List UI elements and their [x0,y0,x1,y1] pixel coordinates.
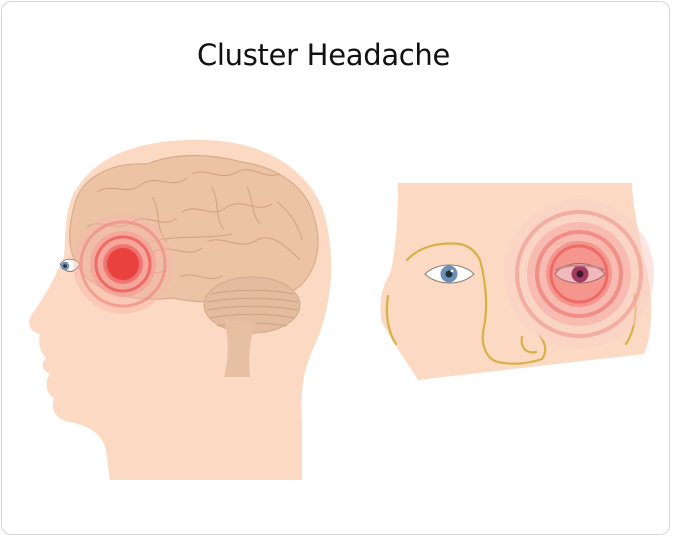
head-profile [29,139,332,480]
cerebellum-lines [206,289,299,327]
brainstem [224,320,256,377]
diagram-title: Cluster Headache [196,38,451,72]
front-eye-left [424,264,475,284]
front-face [380,183,654,380]
front-eye-right-irritated [554,263,606,284]
profile-pain-target [73,214,173,314]
